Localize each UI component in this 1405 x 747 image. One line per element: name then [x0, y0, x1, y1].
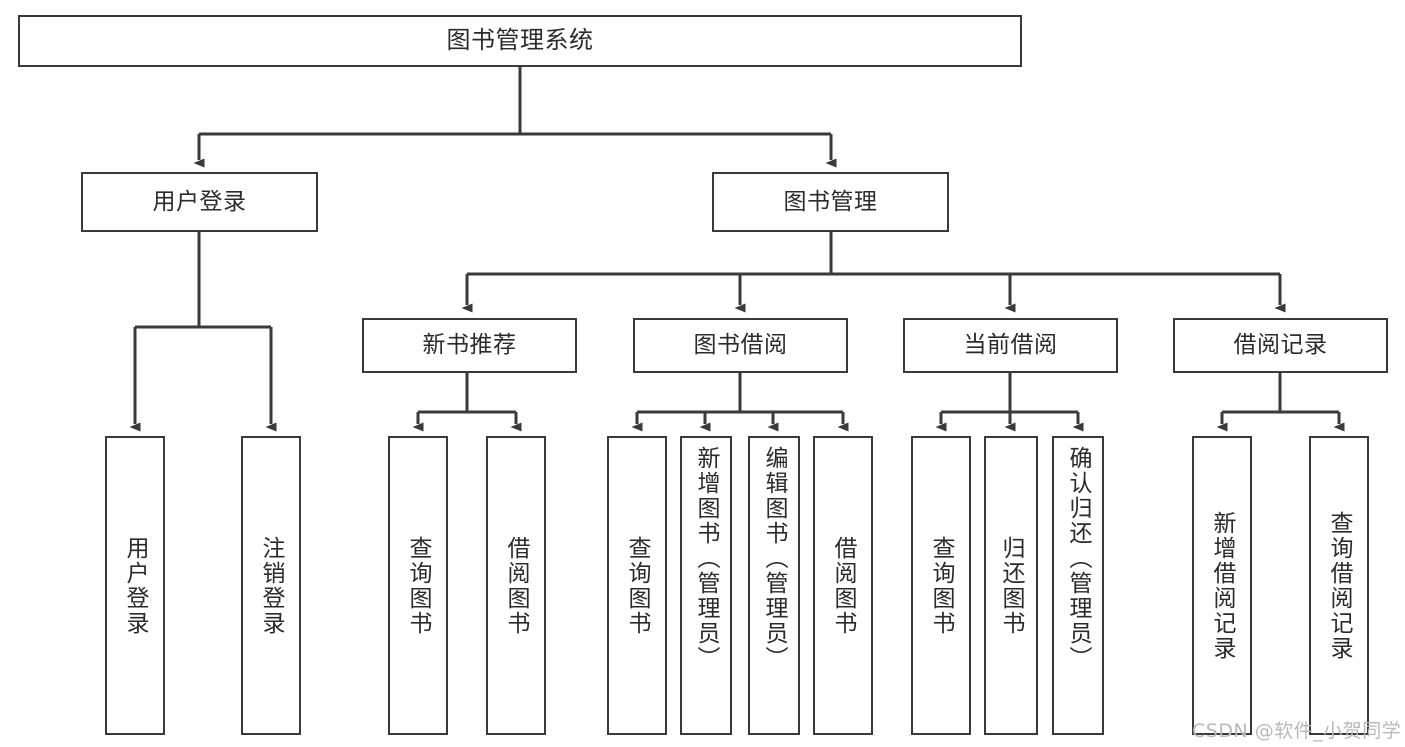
node-new-book-recommend[interactable]: 新书推荐	[362, 318, 577, 373]
node-label: 借阅记录	[1233, 332, 1328, 359]
leaf-confirm-return-admin[interactable]: 确认归还（管理员）	[1052, 436, 1104, 735]
node-label: 借阅图书	[830, 535, 857, 636]
node-label: 新书推荐	[422, 332, 517, 359]
node-label: 用户登录	[122, 535, 149, 636]
node-label: 查询图书	[928, 535, 955, 636]
node-label: 当前借阅	[963, 332, 1058, 359]
node-user-login[interactable]: 用户登录	[81, 172, 318, 232]
watermark-text: CSDN @软件_小贺同学	[1192, 720, 1402, 742]
node-label: 注销登录	[258, 535, 285, 636]
node-label: 图书借阅	[693, 332, 788, 359]
leaf-borrow-book-borrow[interactable]: 借阅图书	[813, 436, 873, 735]
leaf-query-book-new-rec[interactable]: 查询图书	[388, 436, 448, 735]
node-book-manage[interactable]: 图书管理	[712, 172, 949, 232]
node-label: 查询图书	[405, 535, 432, 636]
leaf-user-login[interactable]: 用户登录	[105, 436, 165, 735]
leaf-add-borrow-record[interactable]: 新增借阅记录	[1192, 436, 1252, 735]
node-label: 查询借阅记录	[1326, 510, 1353, 661]
node-label: 归还图书	[998, 535, 1025, 636]
csdn-watermark: CSDN @软件_小贺同学	[1192, 716, 1401, 743]
node-label: 确认归还（管理员）	[1065, 446, 1092, 671]
node-book-borrow[interactable]: 图书借阅	[633, 318, 848, 373]
node-label: 新增图书（管理员）	[693, 446, 720, 671]
leaf-logout-login[interactable]: 注销登录	[241, 436, 301, 735]
node-current-borrow[interactable]: 当前借阅	[903, 318, 1118, 373]
leaf-add-book-admin[interactable]: 新增图书（管理员）	[680, 436, 732, 735]
leaf-query-book-borrow[interactable]: 查询图书	[607, 436, 667, 735]
leaf-borrow-book-new-rec[interactable]: 借阅图书	[486, 436, 546, 735]
node-label: 图书管理系统	[446, 26, 594, 55]
node-label: 借阅图书	[503, 535, 530, 636]
leaf-return-book[interactable]: 归还图书	[984, 436, 1038, 735]
node-label: 用户登录	[152, 188, 247, 215]
node-label: 编辑图书（管理员）	[761, 446, 788, 671]
node-borrow-record[interactable]: 借阅记录	[1173, 318, 1388, 373]
leaf-query-borrow-record[interactable]: 查询借阅记录	[1309, 436, 1369, 735]
node-label: 图书管理	[783, 188, 878, 215]
node-label: 新增借阅记录	[1209, 510, 1236, 661]
node-book-management-system[interactable]: 图书管理系统	[18, 15, 1022, 67]
leaf-edit-book-admin[interactable]: 编辑图书（管理员）	[748, 436, 800, 735]
leaf-query-book-current[interactable]: 查询图书	[911, 436, 971, 735]
node-label: 查询图书	[624, 535, 651, 636]
